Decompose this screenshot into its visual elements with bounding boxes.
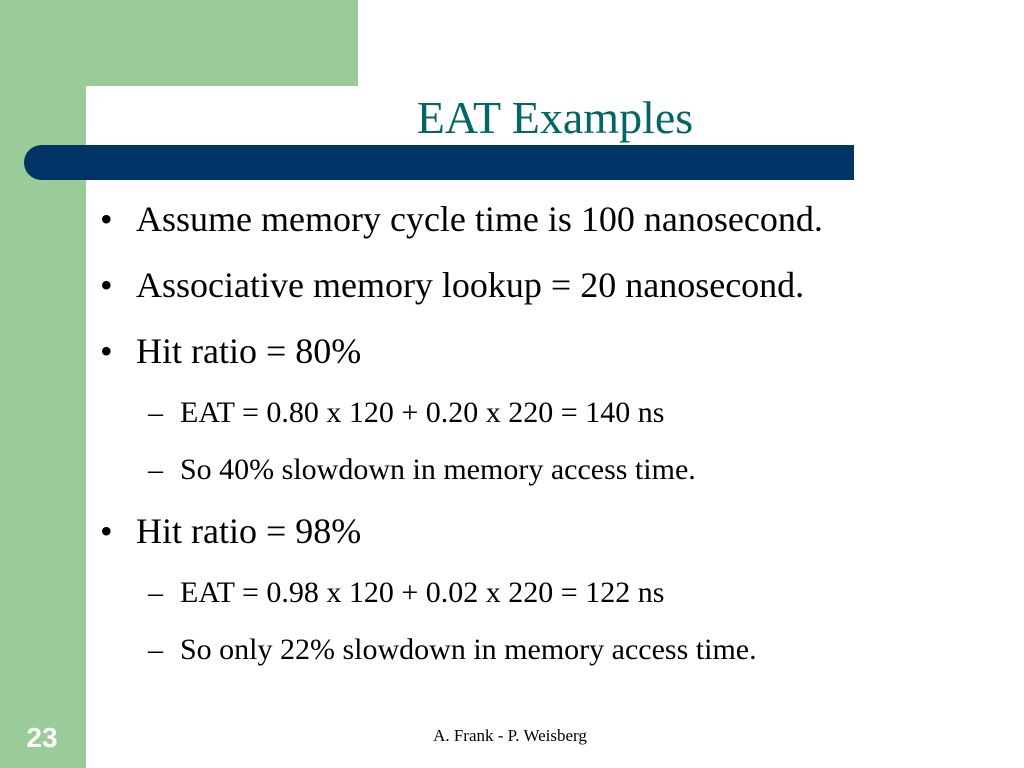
bullet-item: • Associative memory lookup = 20 nanosec…	[96, 252, 1016, 318]
sub-bullet-item: – So only 22% slowdown in memory access …	[96, 621, 1016, 678]
bullet-text: Associative memory lookup = 20 nanosecon…	[136, 265, 805, 305]
bullet-list: • Assume memory cycle time is 100 nanose…	[96, 186, 1016, 678]
bullet-item: • Hit ratio = 80%	[96, 318, 1016, 384]
bullet-marker: •	[100, 511, 113, 551]
bullet-item: • Assume memory cycle time is 100 nanose…	[96, 186, 1016, 252]
bullet-text: Hit ratio = 98%	[136, 511, 362, 551]
content-area-left	[86, 150, 286, 768]
sub-bullet-marker: –	[148, 633, 163, 666]
title-bar	[24, 145, 854, 180]
slide-title: EAT Examples	[416, 92, 694, 143]
sub-bullet-marker: –	[148, 396, 163, 429]
bullet-text: Assume memory cycle time is 100 nanoseco…	[136, 199, 823, 239]
footer-author: A. Frank - P. Weisberg	[433, 726, 587, 745]
bullet-text: Hit ratio = 80%	[136, 331, 362, 371]
sub-bullet-marker: –	[148, 576, 163, 609]
bullet-marker: •	[100, 265, 113, 305]
sub-bullet-marker: –	[148, 453, 163, 486]
sub-bullet-item: – So 40% slowdown in memory access time.	[96, 441, 1016, 498]
bullet-marker: •	[100, 199, 113, 239]
green-side-band	[0, 0, 86, 768]
sub-bullet-text: EAT = 0.98 x 120 + 0.02 x 220 = 122 ns	[180, 576, 665, 609]
sub-bullet-item: – EAT = 0.98 x 120 + 0.02 x 220 = 122 ns	[96, 564, 1016, 621]
sub-bullet-text: So 40% slowdown in memory access time.	[180, 453, 696, 486]
page-number: 23	[26, 722, 58, 753]
bullet-marker: •	[100, 331, 113, 371]
bullet-item: • Hit ratio = 98%	[96, 498, 1016, 564]
sub-bullet-item: – EAT = 0.80 x 120 + 0.20 x 220 = 140 ns	[96, 384, 1016, 441]
sub-bullet-text: So only 22% slowdown in memory access ti…	[180, 633, 757, 666]
sub-bullet-text: EAT = 0.80 x 120 + 0.20 x 220 = 140 ns	[180, 396, 665, 429]
green-top-band	[0, 0, 358, 86]
